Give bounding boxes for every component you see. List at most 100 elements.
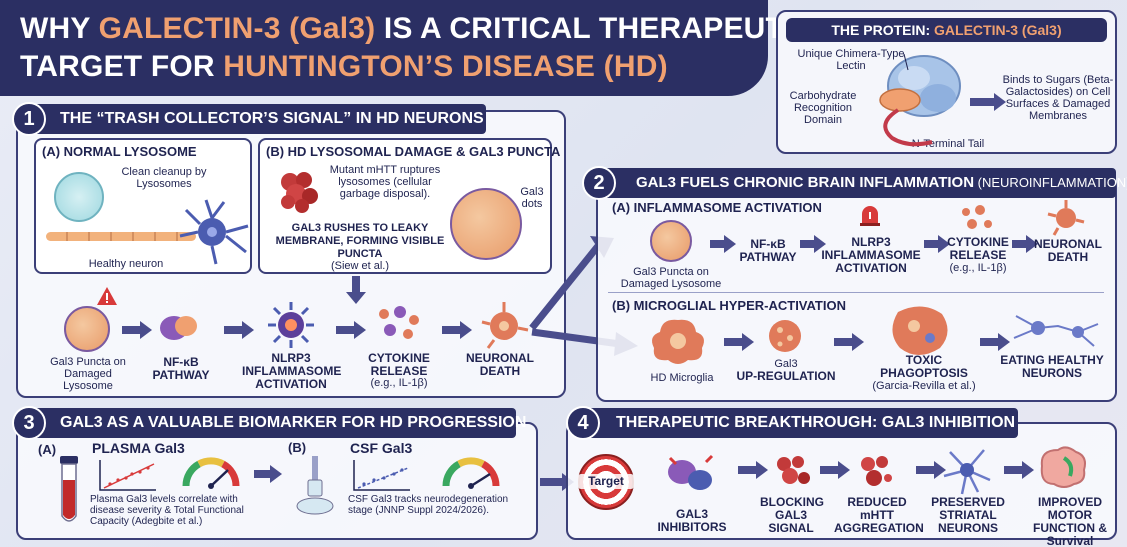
s4-flow-label-0: GAL3 INHIBITORS (657, 507, 727, 534)
plasma-correlation-plot (99, 460, 156, 491)
reduced-aggregation-icon (861, 456, 892, 486)
s1-arrow-1 (224, 321, 254, 339)
s2a-cytokine-icon (962, 205, 992, 229)
s4-flow-label-4: IMPROVED MOTOR FUNCTION & Survival (1033, 495, 1107, 547)
gal3-dots-label: Gal3 dots (520, 186, 544, 210)
down-arrow-1b-head (346, 292, 366, 304)
mhtt-ruptures-label: Mutant mHTT ruptures lysosomes (cellular… (329, 164, 441, 200)
s2a-flow-note-3: (e.g., IL-1β) (949, 262, 1007, 274)
gal3-inhibitor-molecule-icon (668, 454, 714, 490)
s2-inflammasome-title: (A) INFLAMMASOME ACTIVATION (612, 200, 822, 215)
normal-lysosome-title: (A) NORMAL LYSOSOME (42, 144, 197, 159)
s2a-gal3-puncta-icon (650, 220, 692, 262)
s1-flow-label-1: NF-κB PATHWAY (152, 355, 210, 382)
protein-panel: THE PROTEIN: GALECTIN-3 (Gal3) Unique Ch… (776, 10, 1117, 154)
s3b-text: CSF Gal3 tracks neurodegeneration stage … (348, 494, 509, 516)
section-4-number: 4 (566, 406, 600, 440)
title-line-2: TARGET FOR HUNTINGTON’S DISEASE (HD) (20, 50, 668, 83)
s1-arrow-3 (442, 321, 472, 339)
brain-icon (1040, 446, 1086, 488)
gal3-rushes-label: GAL3 RUSHES TO LEAKY MEMBRANE, FORMING V… (275, 222, 445, 260)
s2a-flow-label-1: NF-κB PATHWAY (739, 237, 797, 264)
preserved-neurons-icon (943, 449, 991, 495)
s2b-hd-microglia-icon (652, 319, 704, 364)
s2-divider (608, 292, 1104, 293)
s1-neuronal-death-icon (481, 302, 529, 349)
protein-label-chimera: Unique Chimera-Type Lectin (797, 48, 905, 72)
s2a-flow-label-4: NEURONAL DEATH (1034, 237, 1102, 264)
hd-damage-title: (B) HD LYSOSOMAL DAMAGE & GAL3 PUNCTA (266, 144, 561, 159)
section-1-number: 1 (12, 102, 46, 136)
s1-nlrp3-icon (268, 302, 314, 348)
s2a-flow-label-3: CYTOKINE RELEASE (947, 235, 1009, 262)
section-3-header: GAL3 AS A VALUABLE BIOMARKER FOR HD PROG… (16, 408, 526, 438)
protein-header: THE PROTEIN: GALECTIN-3 (Gal3) (786, 18, 1107, 42)
s1-flow-label-0: Gal3 Puncta on Damaged Lysosome (50, 356, 126, 392)
csf-tracking-plot (353, 460, 410, 491)
galectin-protein-icon (879, 53, 961, 147)
s2b-arrow-1 (834, 333, 864, 351)
s3a-title: PLASMA Gal3 (92, 440, 185, 456)
s4-flow-label-2: REDUCED mHTT AGGREGATION (834, 495, 924, 535)
s2b-arrow-2 (980, 333, 1010, 351)
title-line-1: WHY GALECTIN-3 (Gal3) IS A CRITICAL THER… (20, 12, 815, 45)
s3b-title: CSF Gal3 (350, 440, 413, 456)
section-2-panel (596, 176, 1117, 402)
blood-tube-icon (60, 456, 78, 522)
s2b-flow-label-3: EATING HEALTHY NEURONS (1000, 353, 1104, 380)
section-1-header: THE “TRASH COLLECTOR’S SIGNAL” IN HD NEU… (16, 104, 486, 134)
section-4-header: THERAPEUTIC BREAKTHROUGH: GAL3 INHIBITIO… (572, 408, 1018, 438)
s2a-arrow-0 (710, 235, 736, 253)
s1-arrow-0 (122, 321, 152, 339)
healthy-neuron-label: Healthy neuron (88, 258, 164, 270)
s1-cytokine-icon (379, 306, 419, 339)
s3b-tag: (B) (288, 440, 307, 455)
hd-lysosomal-damage-box: (B) HD LYSOSOMAL DAMAGE & GAL3 PUNCTA Mu… (258, 138, 560, 274)
clean-cleanup-label: Clean cleanup by Lysosomes (121, 166, 207, 190)
down-arrow-1b (352, 276, 360, 294)
s2a-arrow-2 (924, 235, 950, 253)
s1-arrow-2 (336, 321, 366, 339)
s1-flow-label-4: NEURONAL DEATH (466, 351, 534, 378)
s2b-flow-label-2: TOXIC PHAGOPTOSIS (880, 353, 968, 380)
healthy-neuron-icon (179, 199, 249, 265)
s4-flow-label-3: PRESERVED STRIATAL NEURONS (931, 495, 1005, 535)
s4-flow-label-1: BLOCKING GAL3 SIGNAL (760, 495, 824, 535)
section-2-number: 2 (582, 166, 616, 200)
csf-syringe-icon (296, 456, 334, 515)
s2a-flow-label-0: Gal3 Puncta on Damaged Lysosome (620, 266, 722, 290)
s4-arrow-0 (738, 461, 768, 479)
s3a-text: Plasma Gal3 levels correlate with diseas… (90, 494, 244, 527)
s4-arrow-2 (916, 461, 946, 479)
s2a-neuronal-death-icon (1047, 200, 1085, 236)
siew-citation: (Siew et al.) (330, 260, 390, 272)
s2a-arrow-3 (1012, 235, 1038, 253)
s2a-flow-label-2: NLRP3 INFLAMMASOME ACTIVATION (821, 235, 921, 275)
title-accent-hd: HUNTINGTON’S DISEASE (HD) (223, 50, 668, 83)
section-2-header: GAL3 FUELS CHRONIC BRAIN INFLAMMATION (N… (592, 168, 1127, 198)
s2b-flow-label-1b: UP-REGULATION (736, 369, 836, 383)
s4-arrow-1 (820, 461, 850, 479)
s2b-gal3-upregulation-icon (769, 320, 801, 352)
s2-microglia-title: (B) MICROGLIAL HYPER-ACTIVATION (612, 298, 846, 313)
healthy-axon (46, 232, 196, 241)
section-3-number: 3 (12, 406, 46, 440)
csf-stage-gauge (442, 457, 500, 489)
protein-label-binds: Binds to Sugars (Beta-Galactosides) on C… (1002, 74, 1114, 122)
s2b-flow-label-0: HD Microglia (650, 372, 714, 384)
s1-flow-label-2: NLRP3 INFLAMMASOME ACTIVATION (242, 351, 342, 391)
s1-nfkb-icon (160, 316, 197, 340)
protein-binds-arrow (970, 93, 1006, 111)
s1-gal3-puncta-icon (64, 306, 110, 352)
normal-lysosome-box: (A) NORMAL LYSOSOME Clean cleanup by Lys… (34, 138, 252, 274)
s2b-phagoptosis-icon (892, 306, 948, 355)
section-4-panel (566, 422, 1117, 540)
s2b-healthy-neurons-icon (1013, 315, 1099, 347)
s1-flow-label-3: CYTOKINE RELEASE (368, 351, 430, 378)
s4-arrow-3 (1004, 461, 1034, 479)
damaged-lysosome-icon (450, 188, 522, 260)
s3a-tag: (A) (38, 442, 57, 457)
s2a-arrow-1 (800, 235, 826, 253)
blocking-gal3-icon (777, 456, 810, 484)
s2b-arrow-0 (724, 333, 754, 351)
